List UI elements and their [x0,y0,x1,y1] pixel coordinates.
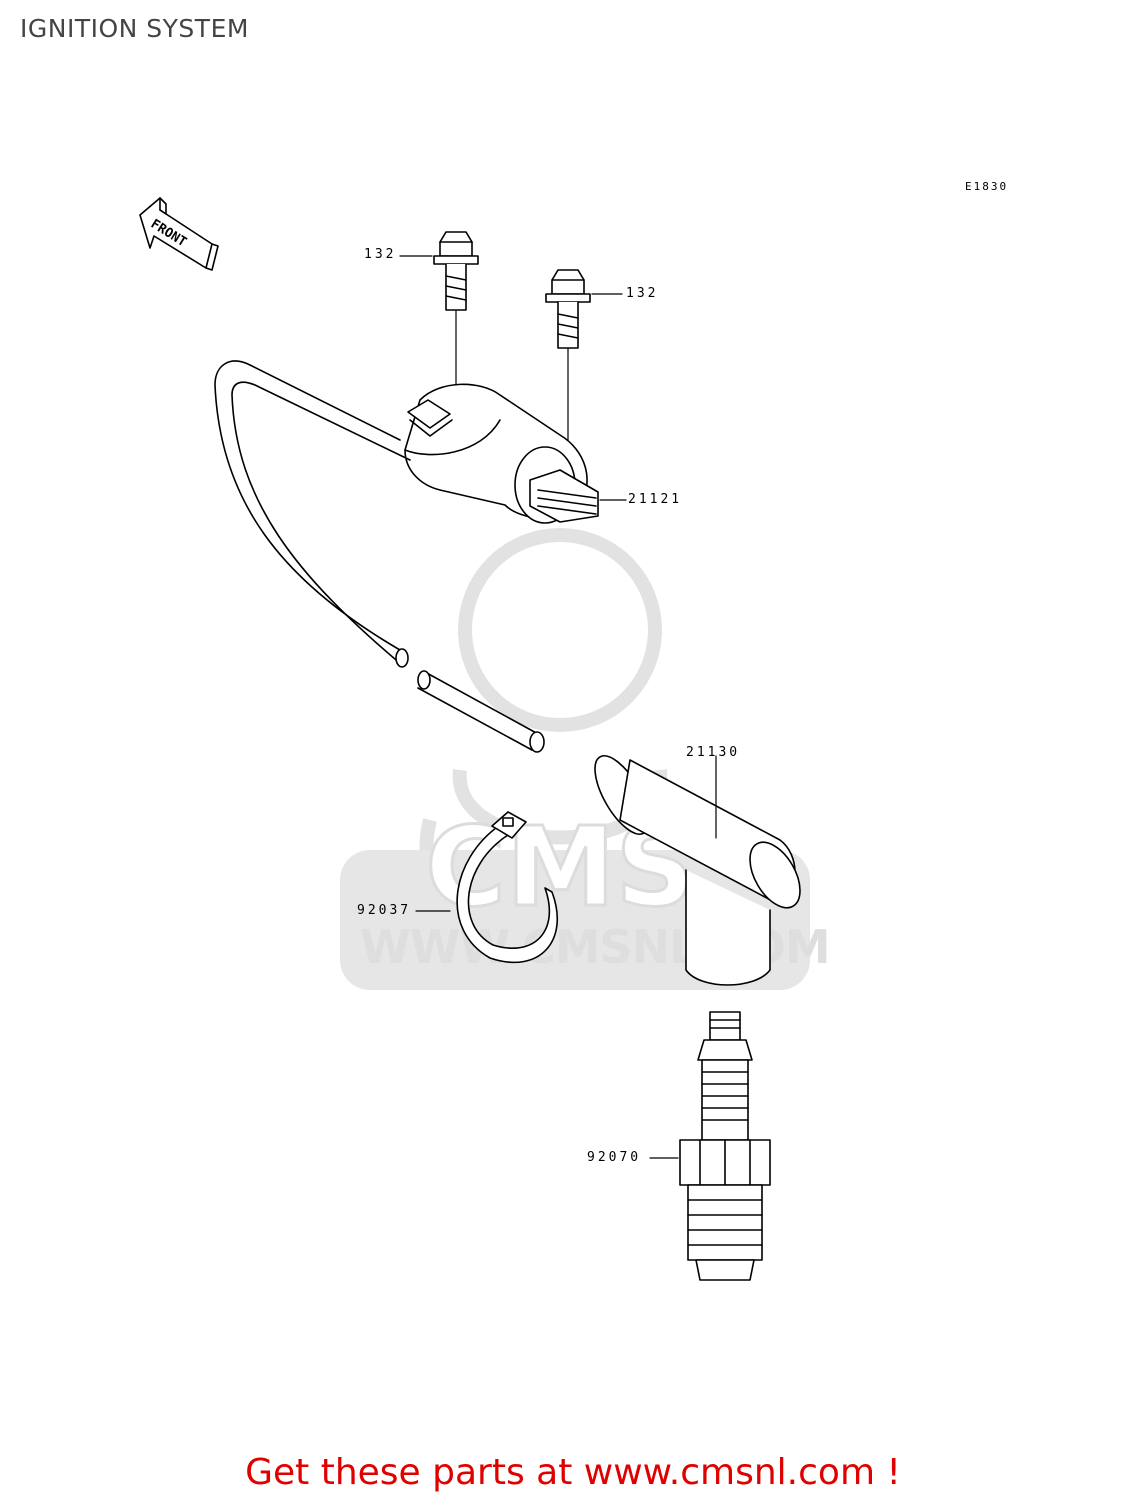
bolt-left [399,231,479,411]
spark-plug-cap [594,755,801,986]
front-arrow-icon: FRONT [139,197,219,271]
diagram-code: E1830 [965,180,1009,193]
callout-spark-plug-cap[interactable]: 21130 [686,745,741,760]
spark-plug [649,1011,771,1281]
callout-ignition-coil[interactable]: 21121 [628,492,683,507]
callout-bolt-right[interactable]: 132 [626,286,659,301]
ht-lead [214,360,545,753]
callout-clamp[interactable]: 92037 [357,903,412,918]
clamp [415,811,558,964]
ignition-coil [404,383,627,524]
footer-link[interactable]: Get these parts at www.cmsnl.com ! [245,1452,901,1493]
callout-bolt-left[interactable]: 132 [364,247,397,262]
page-title: IGNITION SYSTEM [20,14,249,43]
callout-spark-plug[interactable]: 92070 [587,1150,642,1165]
bolt-right [545,269,623,479]
